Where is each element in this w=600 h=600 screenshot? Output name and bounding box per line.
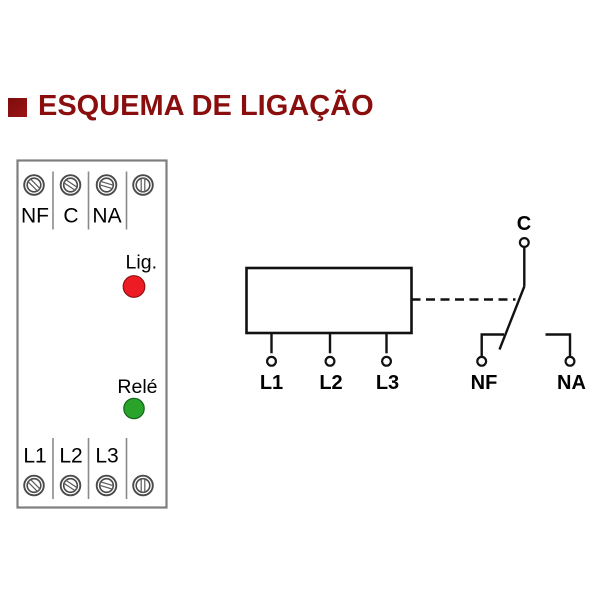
phase-label-l2: L2 — [319, 372, 342, 394]
terminal-node — [518, 237, 530, 249]
relay-led-indicator — [123, 397, 145, 420]
terminal-label-l3: L3 — [95, 445, 118, 468]
screw-terminal-icon — [132, 174, 154, 196]
screw-terminal-icon — [23, 474, 45, 497]
power-led-indicator — [122, 275, 146, 298]
phase-terminal — [266, 333, 278, 367]
terminal-label-l1: L1 — [23, 445, 46, 468]
relay-device-box — [245, 266, 413, 335]
contact-label-c: C — [517, 213, 531, 235]
terminal-node — [381, 355, 393, 367]
terminal-label-na: NA — [92, 205, 121, 228]
terminal-node — [266, 355, 278, 367]
relay-switch-contact: C NF NA — [471, 213, 586, 394]
terminal-label-l2: L2 — [59, 445, 82, 468]
screw-terminal-icon — [132, 474, 154, 497]
contact-label-nf: NF — [471, 372, 498, 394]
device-outline — [16, 159, 168, 509]
power-led-label: Lig. — [126, 252, 157, 274]
screw-terminal-icon — [95, 174, 118, 196]
terminal-node — [476, 355, 488, 367]
screw-terminal-icon — [23, 174, 45, 196]
nc-contact-wire — [480, 333, 504, 357]
terminal-node — [564, 355, 576, 367]
phase-label-l3: L3 — [376, 372, 399, 394]
phase-label-l1: L1 — [260, 372, 283, 394]
square-bullet-icon — [8, 98, 27, 117]
terminal-node — [324, 355, 336, 367]
terminal-label-c: C — [63, 205, 78, 228]
device-front-panel: NF C NA Lig. Relé L1 L2 L3 — [16, 159, 168, 509]
wiring-schematic: L1 L2 L3 C NF NA — [245, 213, 586, 394]
screw-terminal-icon — [59, 474, 82, 497]
page-title: ESQUEMA DE LIGAÇÃO — [38, 90, 374, 122]
terminal-label-nf: NF — [21, 205, 49, 228]
screw-terminal-icon — [59, 174, 82, 196]
switch-lever — [498, 286, 526, 350]
phase-terminal — [324, 333, 336, 367]
contact-label-na: NA — [557, 372, 586, 394]
relay-led-label: Relé — [117, 376, 157, 398]
screw-terminal-icon — [95, 474, 118, 497]
no-contact-wire — [545, 333, 572, 357]
phase-terminal — [381, 333, 393, 367]
